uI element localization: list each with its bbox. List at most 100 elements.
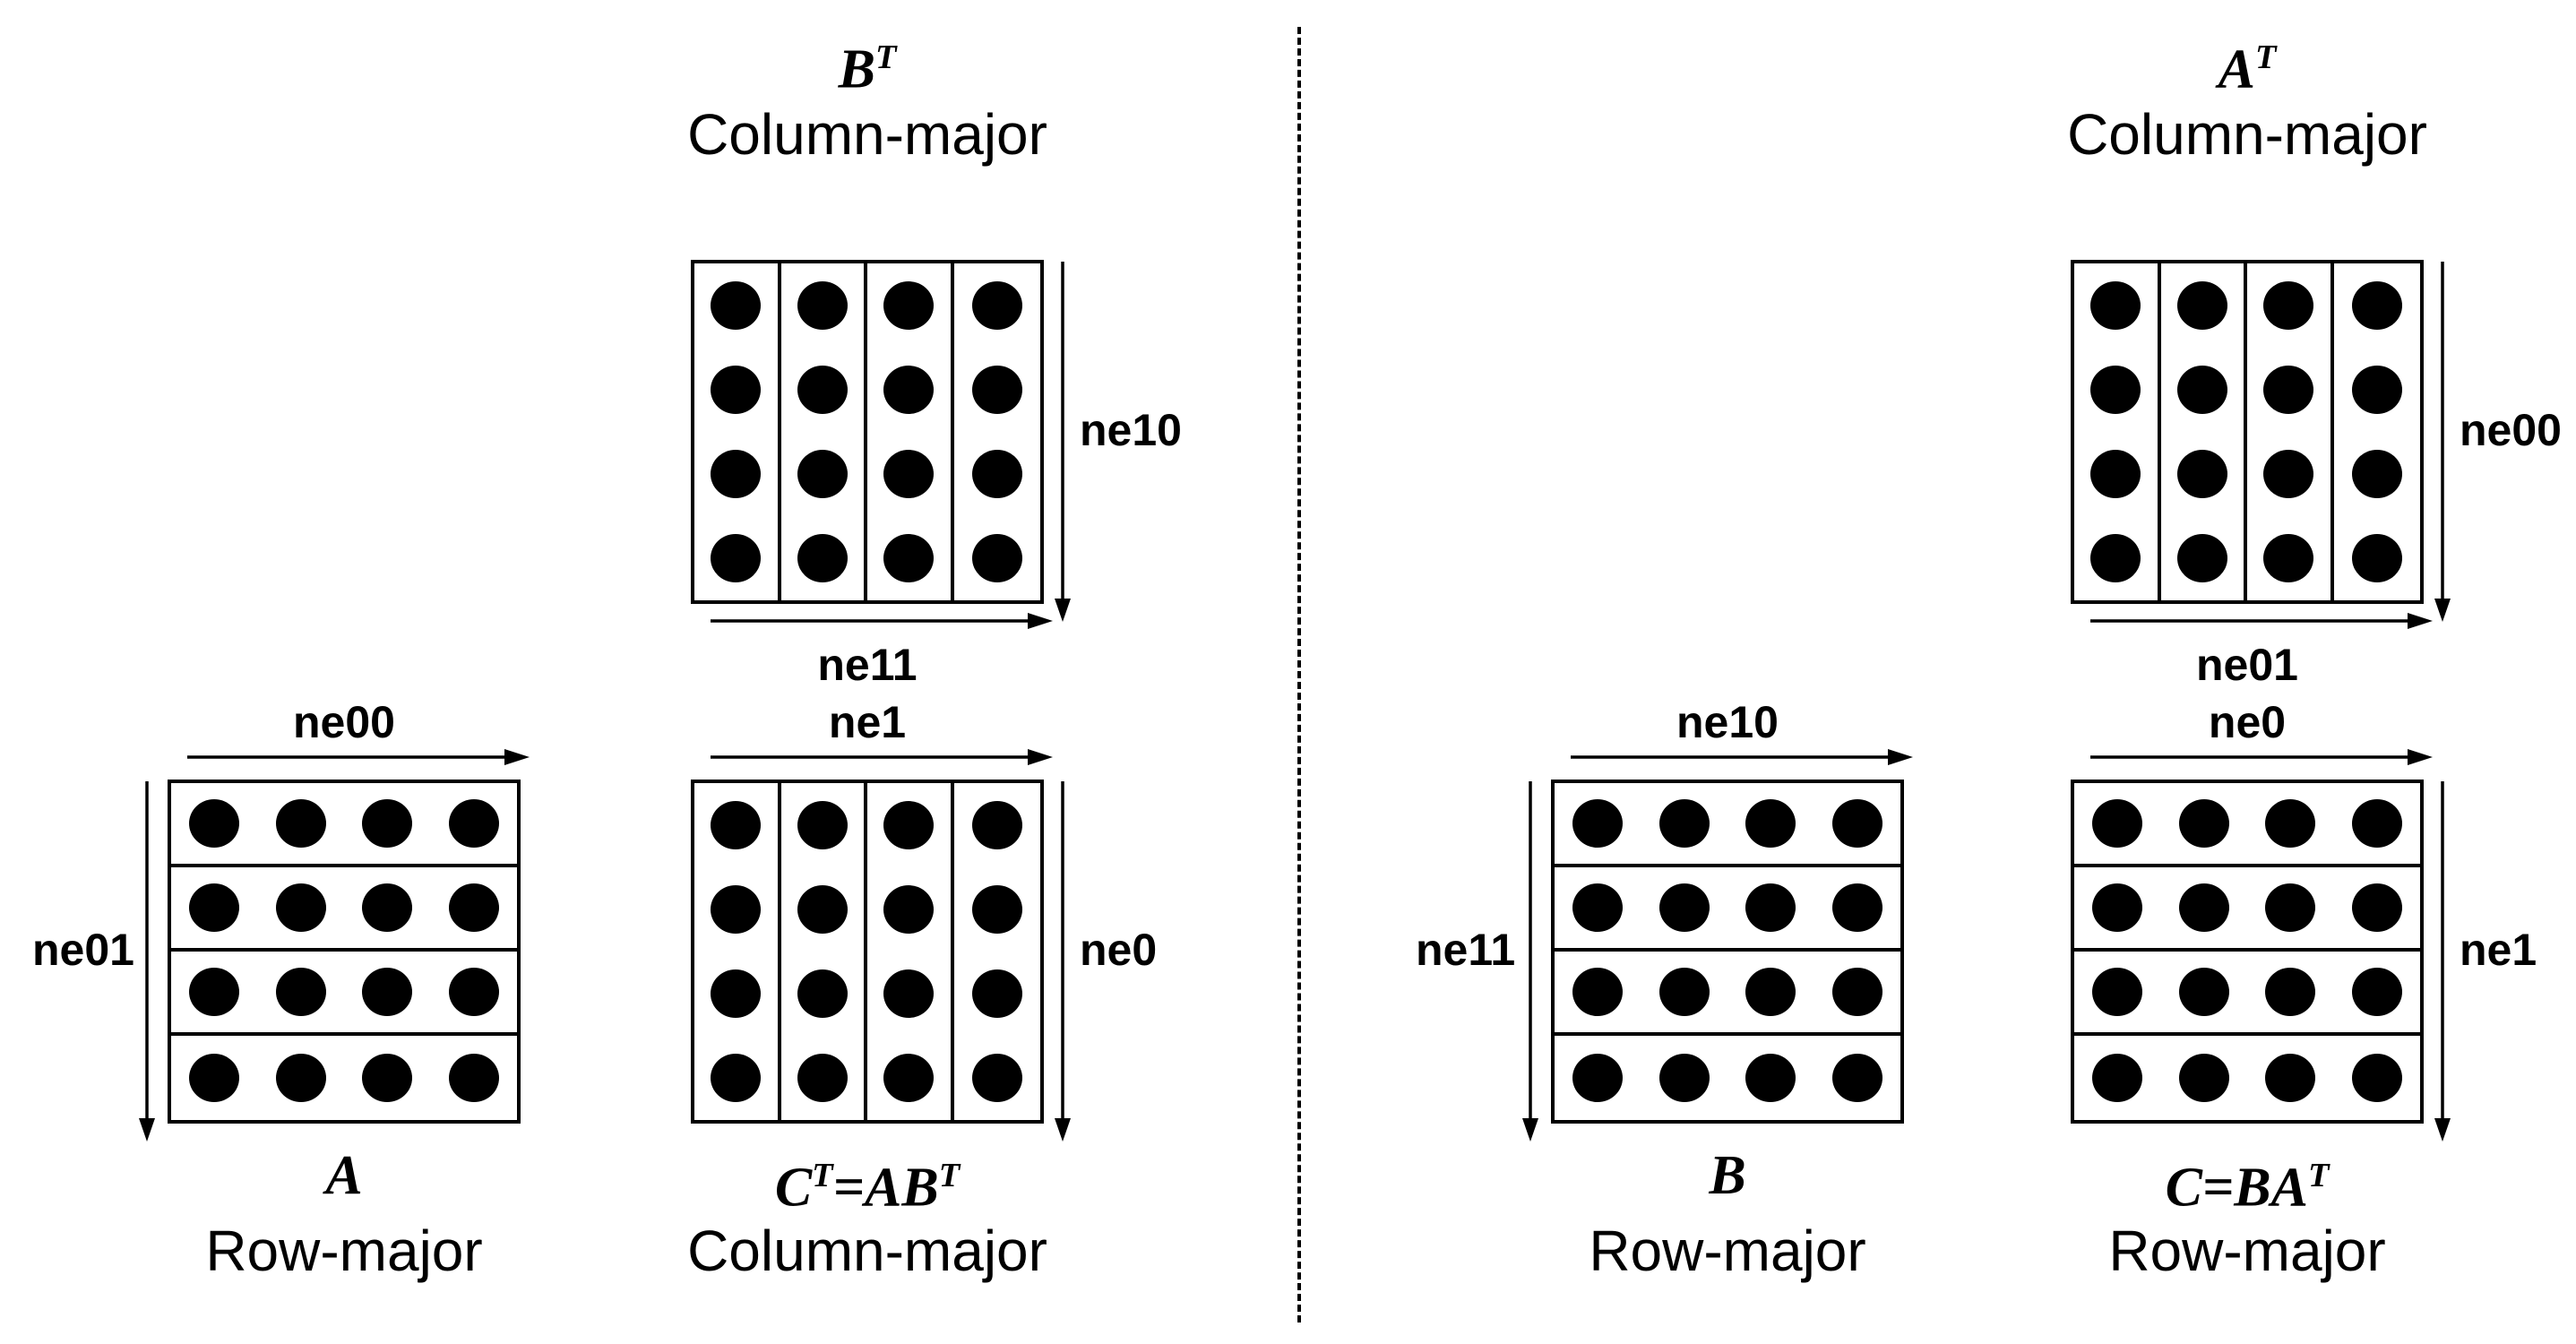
matrix-transpose-sup: T (938, 1157, 961, 1194)
matrix-figure-b: ne10 ne11 B Row-major (1416, 690, 2025, 1317)
matrix-name: BT (652, 25, 1082, 102)
matrix-cell (694, 263, 781, 348)
dashed-divider (1297, 27, 1301, 1322)
matrix-dot (2090, 450, 2141, 498)
matrix-box (691, 780, 1044, 1124)
matrix-dot (1745, 1054, 1796, 1102)
matrix-dot (189, 1054, 240, 1102)
dim-arrow-right-icon (187, 749, 530, 765)
matrix-letter: C=BA (2165, 1157, 2308, 1219)
matrix-dot (362, 968, 413, 1016)
matrix-dot (1745, 799, 1796, 848)
matrix-cell (954, 783, 1041, 867)
matrix-layout-label: Row-major (1589, 1219, 1866, 1283)
matrix-dot (1831, 883, 1882, 932)
matrix-cell (2161, 432, 2247, 516)
matrix-cell (954, 432, 1041, 516)
matrix-layout-label: Row-major (2108, 1219, 2386, 1283)
matrix-dot (797, 1054, 848, 1102)
matrix-cell (1727, 1036, 1814, 1120)
dim-label: ne01 (2196, 640, 2298, 690)
matrix-dot (448, 799, 499, 848)
matrix-cell (2334, 263, 2421, 348)
matrix-dot (2090, 534, 2141, 582)
matrix-name: AT (2032, 25, 2462, 102)
matrix-dot (362, 1054, 413, 1102)
matrix-letter: =AB (832, 1157, 939, 1219)
matrix-cell (2333, 952, 2420, 1036)
dim-arrow-down-icon (1522, 781, 1538, 1142)
matrix-dot (1745, 968, 1796, 1016)
matrix-cell (2160, 867, 2247, 952)
matrix-cell (867, 1036, 954, 1120)
matrix-cell (2334, 1036, 2421, 1120)
matrix-dot (275, 1054, 326, 1102)
dim-arrow-right-icon (2090, 613, 2433, 629)
matrix-dot (362, 799, 413, 848)
matrix-box (2071, 780, 2424, 1124)
matrix-dot (2092, 1054, 2143, 1102)
matrix-cell (2333, 867, 2420, 952)
matrix-figure-at: AT Column-major ne00 ne01 (2034, 25, 2576, 706)
matrix-dot (2176, 366, 2227, 414)
matrix-cell (1727, 867, 1814, 952)
matrix-dot (1572, 799, 1624, 848)
matrix-cell (1727, 783, 1814, 867)
matrix-figure-c: ne0 ne1 C=BAT Row-major (2034, 690, 2576, 1317)
matrix-cell (171, 867, 258, 952)
matrix-cell (781, 783, 867, 867)
dim-arrow-down-icon (1055, 262, 1071, 622)
matrix-cell (1555, 952, 1641, 1036)
matrix-letter: A (2218, 39, 2255, 100)
matrix-cell (1641, 867, 1727, 952)
matrix-dot (1658, 883, 1710, 932)
matrix-cell (867, 783, 954, 867)
matrix-cell (2247, 952, 2334, 1036)
matrix-name: B (1551, 1143, 1904, 1208)
matrix-box (691, 260, 1044, 604)
matrix-cell (694, 952, 781, 1036)
matrix-cell (954, 263, 1041, 348)
matrix-letter: A (325, 1145, 363, 1206)
matrix-cell (2247, 263, 2334, 348)
matrix-dot (2351, 534, 2402, 582)
dim-label: ne10 (1080, 405, 1182, 455)
matrix-dot (883, 885, 935, 934)
matrix-cell (1814, 952, 1900, 1036)
matrix-cell (431, 1036, 518, 1120)
matrix-cell (1814, 867, 1900, 952)
matrix-cell (1555, 783, 1641, 867)
matrix-cell (2247, 516, 2334, 600)
matrix-dot (711, 281, 762, 330)
matrix-dot (1831, 968, 1882, 1016)
matrix-figure-ct: ne1 ne0 CT=ABT Column-major (654, 690, 1210, 1317)
matrix-cell (2334, 516, 2421, 600)
dim-label: ne00 (2460, 405, 2562, 455)
matrix-cell (2161, 516, 2247, 600)
matrix-dot (2351, 799, 2402, 848)
matrix-cell (781, 1036, 867, 1120)
matrix-cell (867, 263, 954, 348)
matrix-dot (275, 799, 326, 848)
matrix-dot (883, 534, 935, 582)
matrix-dot (711, 450, 762, 498)
matrix-dot (1745, 883, 1796, 932)
matrix-dot (1572, 1054, 1624, 1102)
matrix-cell (867, 348, 954, 432)
matrix-cell (954, 952, 1041, 1036)
matrix-letter: C (774, 1157, 813, 1219)
matrix-cell (257, 867, 344, 952)
matrix-cell (430, 783, 517, 867)
matrix-dot (2265, 883, 2316, 932)
matrix-cell (954, 867, 1041, 952)
matrix-dot (189, 799, 240, 848)
matrix-dot (448, 1054, 499, 1102)
matrix-dot (711, 366, 762, 414)
matrix-cell (781, 348, 867, 432)
dim-arrow-down-icon (139, 781, 155, 1142)
matrix-cell (1555, 867, 1641, 952)
matrix-cell (1727, 952, 1814, 1036)
matrix-dot (797, 450, 848, 498)
dim-label: ne01 (32, 925, 134, 975)
